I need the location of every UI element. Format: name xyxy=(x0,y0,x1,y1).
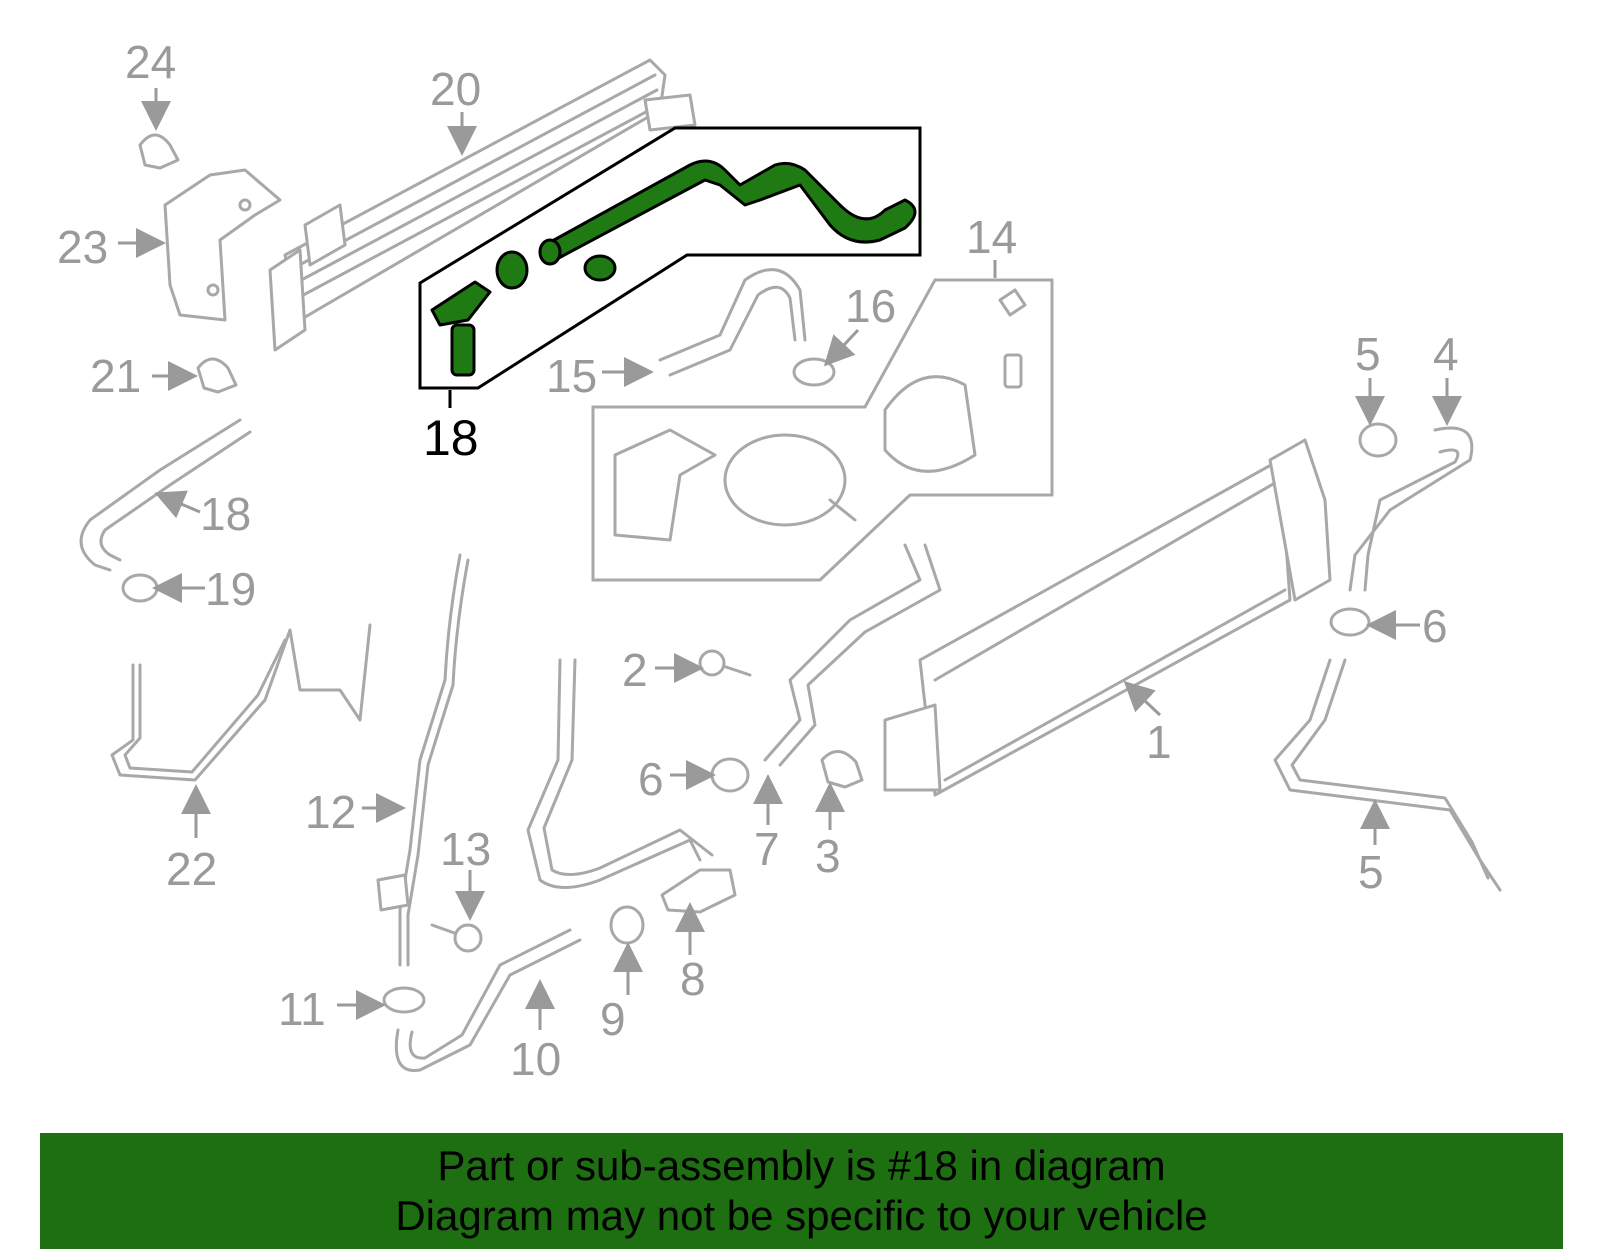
part-6-clamp-upper[interactable] xyxy=(1358,422,1398,458)
hose-center[interactable] xyxy=(526,658,714,889)
callout-10: 9 xyxy=(600,993,626,1045)
part-21-rail[interactable] xyxy=(268,58,697,352)
part-24-bracket[interactable] xyxy=(163,168,282,322)
callout-23: 22 xyxy=(166,843,217,895)
callout-11: 10 xyxy=(510,1033,561,1085)
banner-line-2: Diagram may not be specific to your vehi… xyxy=(395,1192,1208,1239)
part-22-pin[interactable] xyxy=(196,357,238,394)
part-11-hose[interactable] xyxy=(394,928,582,1072)
callout-12: 11 xyxy=(278,983,326,1035)
callout-9: 8 xyxy=(680,953,706,1005)
part-17-clamp[interactable] xyxy=(792,357,836,387)
callout-16: 15 xyxy=(546,350,597,402)
callout-4: 4 xyxy=(1433,328,1459,380)
callout-2: 2 xyxy=(622,644,648,696)
callout-5: 5 xyxy=(1358,846,1384,898)
callout-6-lower: 6 xyxy=(1422,600,1448,652)
part-4-hose[interactable] xyxy=(1348,426,1474,592)
part-3-pin[interactable] xyxy=(820,750,864,789)
callout-20: 19 xyxy=(205,563,256,615)
part-14-bolt[interactable] xyxy=(430,923,483,953)
callout-14: 13 xyxy=(440,823,491,875)
callout-21: 20 xyxy=(430,63,481,115)
callout-22: 21 xyxy=(90,350,141,402)
part-12-clamp[interactable] xyxy=(382,986,426,1014)
callout-3: 3 xyxy=(815,830,841,882)
banner-line-1: Part or sub-assembly is #18 in diagram xyxy=(437,1142,1166,1189)
callout-13: 12 xyxy=(305,786,356,838)
part-1-cooler[interactable] xyxy=(883,438,1332,797)
part-7-hose[interactable] xyxy=(763,543,942,767)
part-15-pump-box[interactable] xyxy=(591,278,1054,582)
part-19-hose[interactable] xyxy=(79,418,252,572)
part-5-hose[interactable] xyxy=(1273,658,1502,892)
callout-17: 16 xyxy=(845,280,896,332)
part-20-clamp[interactable] xyxy=(121,573,159,603)
callout-1: 1 xyxy=(1146,716,1172,768)
callout-8: 6 xyxy=(638,753,664,805)
callout-7: 7 xyxy=(754,823,780,875)
callout-19: 18 xyxy=(200,488,251,540)
info-banner: Part or sub-assembly is #18 in diagram D… xyxy=(40,1133,1563,1249)
callout-6-upper: 5 xyxy=(1355,328,1381,380)
callout-labels: 24 20 23 21 18 19 22 12 13 11 10 9 8 2 6… xyxy=(57,36,1459,1085)
part-16-hose[interactable] xyxy=(658,268,807,377)
leader-lines xyxy=(118,88,1462,1030)
callout-25: 24 xyxy=(125,36,176,88)
part-25-pin[interactable] xyxy=(138,133,180,170)
part-18-hose-assembly[interactable] xyxy=(418,126,922,390)
part-23-tube[interactable] xyxy=(110,623,372,782)
part-2-bolt[interactable] xyxy=(698,649,752,677)
part-8-clamp[interactable] xyxy=(710,757,750,793)
part-10-clamp[interactable] xyxy=(609,905,645,945)
callout-15: 14 xyxy=(966,211,1017,263)
callout-24: 23 xyxy=(57,221,108,273)
part-9-fitting[interactable] xyxy=(660,868,737,914)
part-6-clamp-lower[interactable] xyxy=(1329,607,1371,637)
callout-18: 18 xyxy=(423,410,479,466)
part-13-tube[interactable] xyxy=(376,553,470,967)
